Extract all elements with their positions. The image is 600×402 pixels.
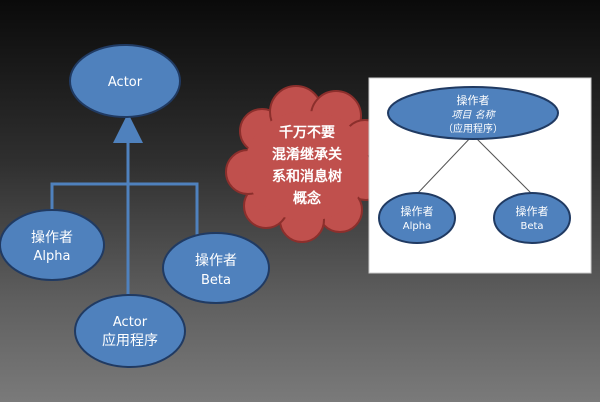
actor-beta-label-line2: Beta <box>201 273 231 288</box>
tree-beta-line2: Beta <box>520 221 543 232</box>
tree-beta-node: 操作者 Beta <box>493 192 571 244</box>
alpha-beta-bracket <box>50 182 199 240</box>
tree-beta-line1: 操作者 <box>516 204 549 218</box>
callout-line-1: 千万不要 <box>279 124 335 141</box>
tree-root-line1: 操作者 <box>457 93 490 107</box>
actor-alpha-label-line1: 操作者 <box>31 230 73 246</box>
left-inheritance-diagram: Actor 操作者 Alpha 操作者 Beta Actor 应用程序 <box>0 44 270 368</box>
tree-root-line2: 项目 名称 <box>451 109 496 121</box>
tree-root-node: 操作者 项目 名称 （应用程序） <box>387 86 559 140</box>
actor-beta-label-line1: 操作者 <box>195 253 237 269</box>
callout-line-3: 系和消息树 <box>272 168 342 185</box>
actor-alpha-label-line2: Alpha <box>34 249 71 264</box>
actor-application-node: Actor 应用程序 <box>74 294 186 368</box>
tree-edge-alpha <box>416 134 474 195</box>
tree-alpha-line1: 操作者 <box>401 204 434 218</box>
actor-node: Actor <box>69 44 181 118</box>
actor-alpha-node: 操作者 Alpha <box>0 209 105 281</box>
tree-root-line3: （应用程序） <box>443 122 503 135</box>
message-tree-panel: 操作者 项目 名称 （应用程序） 操作者 Alpha 操作者 Beta <box>368 77 592 274</box>
actor-beta-node: 操作者 Beta <box>162 232 270 304</box>
tree-edge-beta <box>472 134 533 195</box>
actor-node-label: Actor <box>108 75 143 90</box>
tree-alpha-line2: Alpha <box>403 221 431 232</box>
warning-callout-cloud: 千万不要 混淆继承关 系和消息树 概念 <box>225 85 389 243</box>
callout-line-2: 混淆继承关 <box>272 146 342 163</box>
actor-application-label-line1: Actor <box>113 315 148 330</box>
tree-alpha-node: 操作者 Alpha <box>378 192 456 244</box>
actor-application-label-line2: 应用程序 <box>102 332 158 349</box>
callout-line-4: 概念 <box>293 190 322 207</box>
